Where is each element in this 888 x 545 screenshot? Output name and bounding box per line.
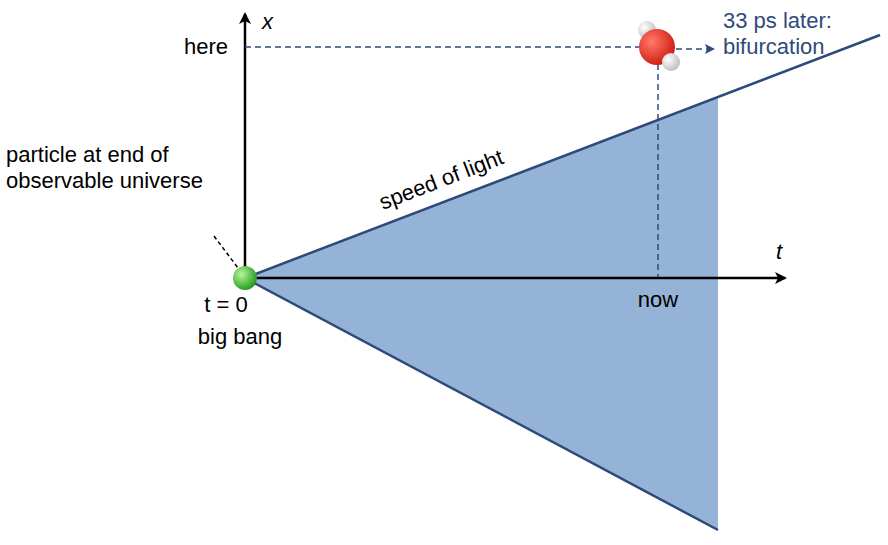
axis-label: t	[776, 239, 782, 265]
bifurcation-note: 33 ps later: bifurcation	[723, 8, 883, 60]
bifurcation-arrow	[676, 48, 714, 50]
light-line-lower	[245, 278, 718, 530]
here-dashed-line	[245, 46, 640, 48]
now-dashed-line	[657, 64, 659, 277]
time-zero-label: t = 0	[204, 292, 247, 318]
light-line-upper	[245, 35, 880, 278]
big-bang-label: big bang	[198, 324, 282, 350]
hydrogen-atom	[662, 53, 680, 71]
now-label: now	[638, 287, 678, 313]
position-label: here	[184, 34, 228, 60]
leader-line	[214, 236, 238, 268]
light-cone-region	[245, 97, 718, 530]
water-molecule	[638, 21, 680, 71]
axis-label: x	[262, 9, 273, 35]
particle-sphere	[233, 266, 257, 290]
x-axis	[244, 14, 247, 278]
t-axis	[245, 277, 785, 280]
particle-note: particle at end of observable universe	[6, 142, 218, 194]
